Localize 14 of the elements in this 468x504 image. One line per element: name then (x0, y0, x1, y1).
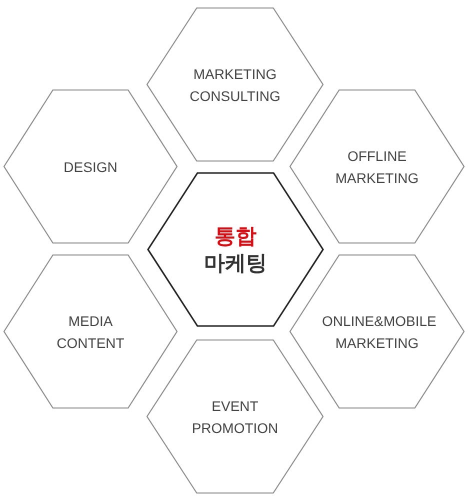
hexagon-label: OFFLINE MARKETING (334, 146, 420, 188)
hexagon-label: DESIGN (62, 158, 118, 176)
hexagon-label: 통합 (214, 222, 256, 250)
hexagon (289, 89, 465, 244)
hexagon-label: 마케팅 (204, 250, 267, 276)
hexagon (146, 339, 324, 494)
hexagon (289, 254, 465, 409)
hexagon-label: MARKETING CONSULTING (188, 64, 282, 106)
hexagon (3, 89, 178, 244)
hexagon (3, 254, 178, 409)
hexagon (146, 7, 324, 162)
hexagon (147, 172, 324, 327)
hexagon-label: EVENT PROMOTION (190, 396, 280, 438)
hexagon-label: MEDIA CONTENT (56, 312, 126, 352)
